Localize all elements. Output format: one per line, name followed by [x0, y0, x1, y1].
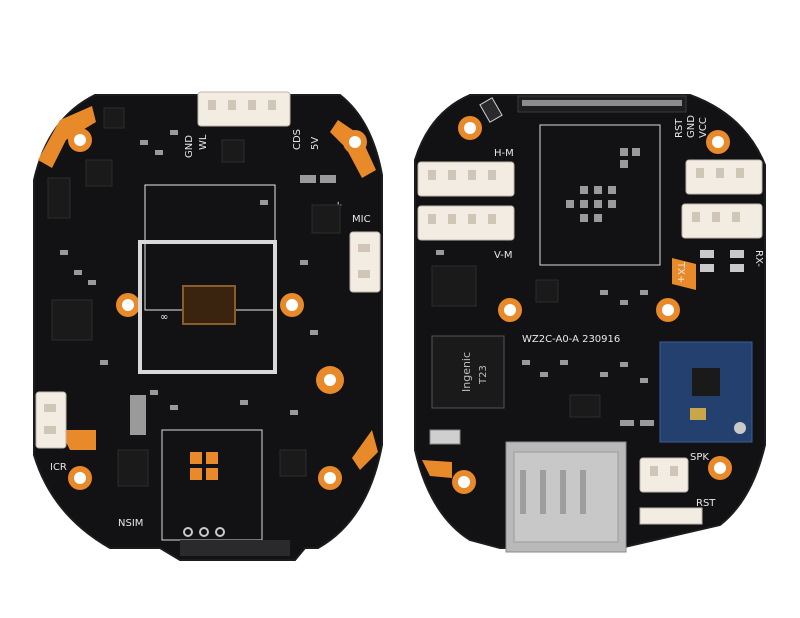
spk-connector [639, 457, 689, 493]
sensor-orientation-mark: ∞ [160, 312, 168, 323]
left-ic-7 [279, 449, 307, 477]
left-mount-hole-tl [68, 128, 92, 152]
soc-brand: Ingenic [460, 352, 473, 392]
left-ic-8 [103, 107, 125, 129]
right-top-tag [479, 97, 503, 123]
sensor-frame [138, 240, 277, 374]
label-vm: V-M [494, 250, 513, 261]
txrx-pads [700, 250, 744, 272]
label-5v: 5V [310, 137, 321, 150]
left-ic-6 [117, 449, 149, 487]
left-board: ∞ GND WL CDS 5V + MIC ICR [33, 91, 383, 561]
board-id: WZ2C-A0-A 230916 [522, 334, 620, 345]
left-ic-2 [85, 159, 113, 187]
sensor-die [182, 285, 236, 325]
sd-card-slot [505, 441, 627, 553]
memory-chip [431, 265, 477, 307]
mic-connector [349, 231, 381, 293]
left-top-connector [197, 91, 291, 127]
center-pad-grid [566, 148, 640, 222]
right-mount-hole-ml [498, 298, 522, 322]
label-cds: CDS [292, 129, 303, 150]
left-mount-hole-ml [116, 293, 140, 317]
txrx-connector [681, 203, 763, 239]
left-mount-hole-bl [68, 466, 92, 490]
left-mount-hole-mid-r [316, 366, 344, 394]
right-mount-hole-mr [656, 298, 680, 322]
right-copper-corner-bl [422, 460, 452, 478]
right-mount-hole-bl [452, 470, 476, 494]
left-mount-hole-br [318, 466, 342, 490]
label-gnd-left: GND [184, 135, 195, 158]
right-mount-hole-tl [458, 116, 482, 140]
right-ic-3 [569, 394, 601, 418]
vm-connector [417, 205, 515, 241]
right-ic-2 [429, 429, 461, 445]
fpc-connector [517, 95, 687, 113]
label-nsim: NSIM [118, 518, 143, 529]
center-silk-box [539, 124, 661, 266]
hm-connector [417, 161, 515, 197]
wifi-module [659, 341, 753, 443]
right-mount-hole-br [708, 456, 732, 480]
label-spk: SPK [690, 452, 709, 463]
left-passives [60, 130, 336, 435]
ingenic-soc: Ingenic T23 [431, 335, 505, 409]
label-icr: ICR [50, 462, 67, 473]
right-copper-corner-mr [672, 258, 696, 290]
left-mount-hole-tr [343, 130, 367, 154]
label-tx: TX+ [675, 261, 686, 283]
left-bottom-pads [180, 527, 290, 556]
left-copper-corner-tl [38, 106, 96, 168]
nsim-pads [190, 452, 218, 480]
right-top-connector [685, 159, 763, 195]
left-ic-1 [47, 177, 71, 219]
label-mic: MIC [352, 214, 371, 225]
label-vcc: VCC [698, 117, 709, 138]
icr-connector [35, 391, 67, 449]
label-rx: RX- [753, 250, 764, 267]
right-board: H-M V-M RST GND VCC TX+ RX- [414, 94, 766, 553]
bottom-rst-connector [639, 507, 703, 525]
left-copper-corner-bl [60, 430, 96, 450]
right-passives [436, 250, 654, 426]
right-ic-1 [535, 279, 559, 303]
left-copper-corner-br [352, 430, 378, 470]
soc-model: T23 [478, 365, 489, 385]
label-rst-bottom: RST [696, 498, 716, 509]
right-mount-hole-tr [706, 130, 730, 154]
left-ic-5 [311, 204, 341, 234]
left-mount-hole-mr [280, 293, 304, 317]
label-wl-left: WL [198, 134, 209, 150]
label-hm: H-M [494, 148, 514, 159]
label-rst: RST [674, 118, 685, 138]
label-gnd-right: GND [686, 115, 697, 138]
left-ic-4 [221, 139, 245, 163]
left-ic-3 [51, 299, 93, 341]
